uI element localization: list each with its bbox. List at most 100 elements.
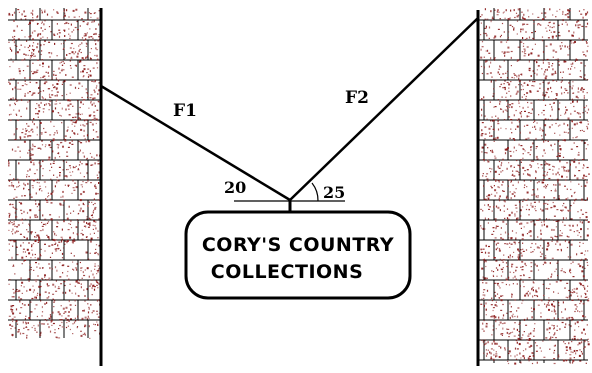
wall-speckle [48, 277, 51, 279]
wall-speckle [520, 278, 522, 280]
wall-speckle [529, 292, 531, 295]
wall-speckle [20, 98, 23, 101]
wall-speckle [40, 300, 42, 302]
wall-speckle [583, 328, 585, 331]
wall-speckle [78, 141, 81, 143]
wall-speckle [74, 182, 77, 184]
wall-speckle [563, 341, 565, 343]
wall-speckle [83, 220, 85, 223]
wall-speckle [551, 108, 553, 111]
wall-speckle [98, 218, 100, 220]
wall-speckle [97, 252, 99, 255]
wall-speckle [511, 295, 513, 298]
wall-speckle [497, 71, 499, 74]
wall-speckle [505, 223, 507, 225]
wall-speckle [497, 117, 499, 119]
wall-speckle [542, 155, 544, 157]
wall-speckle [96, 281, 98, 283]
wall-speckle [44, 274, 46, 277]
wall-speckle [91, 312, 93, 314]
wall-speckle [586, 92, 588, 94]
wall-speckle [89, 152, 91, 155]
wall-speckle [12, 305, 15, 307]
wall-speckle [585, 185, 587, 187]
wall-speckle [523, 226, 525, 228]
wall-speckle [515, 178, 517, 180]
wall-speckle [58, 67, 60, 70]
wall-speckle [559, 134, 561, 136]
wall-speckle [93, 20, 95, 23]
wall-speckle [31, 148, 34, 151]
wall-speckle [584, 279, 586, 282]
wall-speckle [502, 317, 504, 319]
wall-speckle [575, 198, 577, 200]
wall-speckle [531, 48, 534, 50]
wall-speckle [96, 54, 98, 57]
wall-speckle [535, 210, 537, 212]
wall-speckle [541, 300, 543, 302]
wall-speckle [570, 272, 572, 274]
wall-speckle [51, 94, 54, 96]
wall-speckle [580, 185, 583, 187]
wall-speckle [31, 20, 34, 22]
wall-speckle [87, 92, 89, 95]
wall-speckle [584, 292, 586, 294]
wall-speckle [55, 88, 58, 91]
wall-speckle [496, 136, 499, 139]
wall-speckle [564, 140, 566, 142]
wall-speckle [92, 273, 94, 276]
wall-speckle [542, 59, 544, 62]
wall-speckle [509, 242, 511, 244]
wall-speckle [79, 261, 81, 264]
wall-speckle [83, 34, 85, 37]
wall-speckle [98, 244, 100, 247]
wall-speckle [46, 37, 48, 39]
wall-speckle [542, 283, 544, 285]
wall-speckle [548, 177, 551, 180]
wall-speckle [55, 242, 57, 244]
wall-speckle [508, 90, 510, 92]
wall-speckle [86, 72, 88, 74]
wall-speckle [95, 187, 97, 189]
wall-speckle [532, 355, 535, 357]
wall-speckle [94, 206, 97, 209]
wall-speckle [552, 229, 555, 231]
wall-speckle [88, 306, 90, 308]
wall-speckle [548, 332, 551, 334]
wall-speckle [16, 25, 18, 28]
wall-speckle [58, 287, 61, 290]
wall-speckle [47, 192, 49, 194]
wall-speckle [33, 325, 35, 327]
wall-speckle [523, 198, 525, 200]
wall-speckle [573, 142, 575, 144]
wall-speckle [544, 303, 546, 305]
wall-speckle [90, 94, 93, 96]
wall-speckle [551, 35, 554, 38]
wall-speckle [520, 222, 523, 225]
wall-speckle [28, 280, 30, 282]
wall-speckle [554, 333, 556, 335]
wall-speckle [47, 236, 50, 238]
wall-speckle [502, 158, 504, 161]
wall-speckle [88, 36, 90, 39]
wall-speckle [535, 295, 538, 297]
wall-speckle [79, 172, 82, 174]
wall-speckle [486, 34, 488, 37]
wall-speckle [498, 345, 500, 347]
wall-speckle [87, 315, 89, 318]
wall-speckle [482, 322, 484, 325]
wall-speckle [585, 54, 587, 57]
wall-speckle [493, 128, 495, 131]
wall-speckle [61, 64, 63, 66]
wall-speckle [573, 123, 576, 126]
wall-speckle [486, 173, 489, 175]
wall-speckle [83, 309, 85, 312]
wall-speckle [524, 110, 526, 112]
wall-speckle [567, 117, 570, 120]
wall-speckle [85, 163, 88, 166]
wall-speckle [481, 328, 484, 330]
wall-speckle [486, 289, 489, 292]
wall-speckle [512, 283, 514, 285]
wall-speckle [8, 164, 10, 167]
wall-speckle [92, 284, 95, 287]
